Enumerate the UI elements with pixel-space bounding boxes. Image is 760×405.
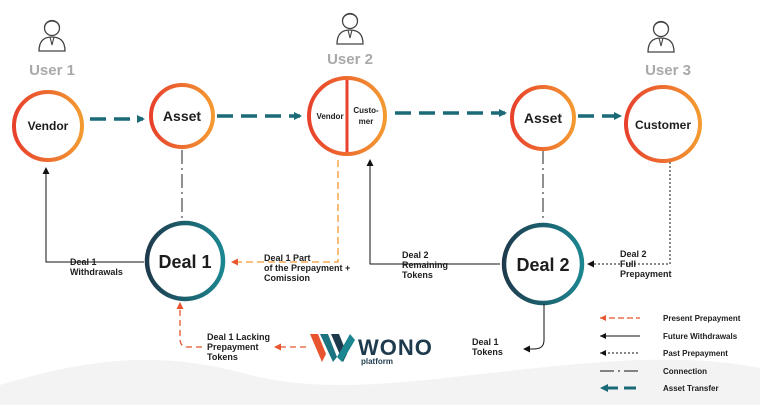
svg-text:Future Withdrawals: Future Withdrawals <box>663 332 738 341</box>
node-customer: Customer <box>624 85 702 163</box>
future-withdrawal-arrow <box>366 159 500 265</box>
svg-text:Deal 1 Lacking: Deal 1 Lacking <box>207 332 270 342</box>
svg-text:Tokens: Tokens <box>402 270 433 280</box>
legend-item-transfer: Asset Transfer <box>600 384 719 393</box>
node-vendor: Vendor <box>12 90 84 162</box>
node-label: Deal 2 <box>516 255 569 275</box>
user-label: User 3 <box>645 62 691 79</box>
node-label: Vendor <box>28 119 69 133</box>
svg-text:Comission: Comission <box>264 273 310 283</box>
svg-text:Prepayment: Prepayment <box>620 269 672 279</box>
svg-text:Tokens: Tokens <box>207 352 238 362</box>
brand-sub: platform <box>361 357 393 366</box>
user-icon <box>647 20 675 53</box>
svg-text:Deal 2: Deal 2 <box>402 250 429 260</box>
node-label: Customer <box>635 118 691 132</box>
user-2: User 2 <box>327 12 373 68</box>
future-withdrawal-arrow <box>42 167 144 263</box>
svg-text:Deal 1: Deal 1 <box>472 337 499 347</box>
user-icon <box>38 19 66 52</box>
legend: Present Prepayment Future Withdrawals Pa… <box>600 314 741 393</box>
node-deal-2: Deal 2 <box>501 222 585 306</box>
svg-text:of the Prepayment +: of the Prepayment + <box>264 263 350 273</box>
node-label: Deal 1 <box>158 252 211 272</box>
edge-label-deal1-tokens: Deal 1 Tokens <box>472 337 503 357</box>
user-label: User 1 <box>29 62 75 79</box>
edge-label-deal2-full: Deal 2 Full Prepayment <box>620 249 672 279</box>
user-1: User 1 <box>29 19 75 79</box>
svg-text:Connection: Connection <box>663 367 707 376</box>
legend-item-future: Future Withdrawals <box>600 332 738 341</box>
node-deal-1: Deal 1 <box>144 220 226 302</box>
legend-item-present: Present Prepayment <box>600 314 741 323</box>
node-label: Asset <box>524 110 562 126</box>
legend-item-past: Past Prepayment <box>600 349 728 358</box>
svg-text:Withdrawals: Withdrawals <box>70 267 123 277</box>
node-label: Custo- <box>353 106 379 115</box>
svg-text:Remaining: Remaining <box>402 260 448 270</box>
present-prepayment-arrow <box>231 160 339 266</box>
svg-text:Present Prepayment: Present Prepayment <box>663 314 741 323</box>
edge-label-deal1-lacking: Deal 1 Lacking Prepayment Tokens <box>207 332 270 362</box>
past-prepayment-arrow <box>587 162 671 268</box>
svg-text:Deal 1 Part: Deal 1 Part <box>264 253 311 263</box>
node-vendor-customer-split: Vendor Custo- mer <box>307 76 387 156</box>
legend-item-connection: Connection <box>600 367 707 376</box>
node-label: mer <box>359 117 374 126</box>
wono-logo: WONO platform <box>310 334 433 366</box>
wono-logo-mark <box>310 334 355 362</box>
svg-text:Tokens: Tokens <box>472 347 503 357</box>
brand-name: WONO <box>358 335 433 360</box>
future-withdrawal-arrow <box>523 304 545 353</box>
background-hill <box>0 359 760 405</box>
edge-label-deal1-withdrawals: Deal 1 Withdrawals <box>70 257 123 277</box>
edge-label-deal2-remaining: Deal 2 Remaining Tokens <box>402 250 448 280</box>
svg-text:Asset Transfer: Asset Transfer <box>663 384 719 393</box>
node-label: Vendor <box>316 112 343 121</box>
svg-text:Past Prepayment: Past Prepayment <box>663 349 728 358</box>
user-icon <box>336 12 364 45</box>
svg-text:Deal 2: Deal 2 <box>620 249 647 259</box>
svg-text:Full: Full <box>620 259 636 269</box>
user-label: User 2 <box>327 51 373 68</box>
edge-label-deal1-part: Deal 1 Part of the Prepayment + Comissio… <box>264 253 350 283</box>
node-asset-2: Asset <box>510 85 576 151</box>
node-asset-1: Asset <box>149 83 215 149</box>
node-label: Asset <box>163 108 201 124</box>
present-prepayment-arrow <box>176 302 202 348</box>
svg-text:Deal 1: Deal 1 <box>70 257 97 267</box>
svg-text:Prepayment: Prepayment <box>207 342 259 352</box>
user-3: User 3 <box>645 20 691 79</box>
